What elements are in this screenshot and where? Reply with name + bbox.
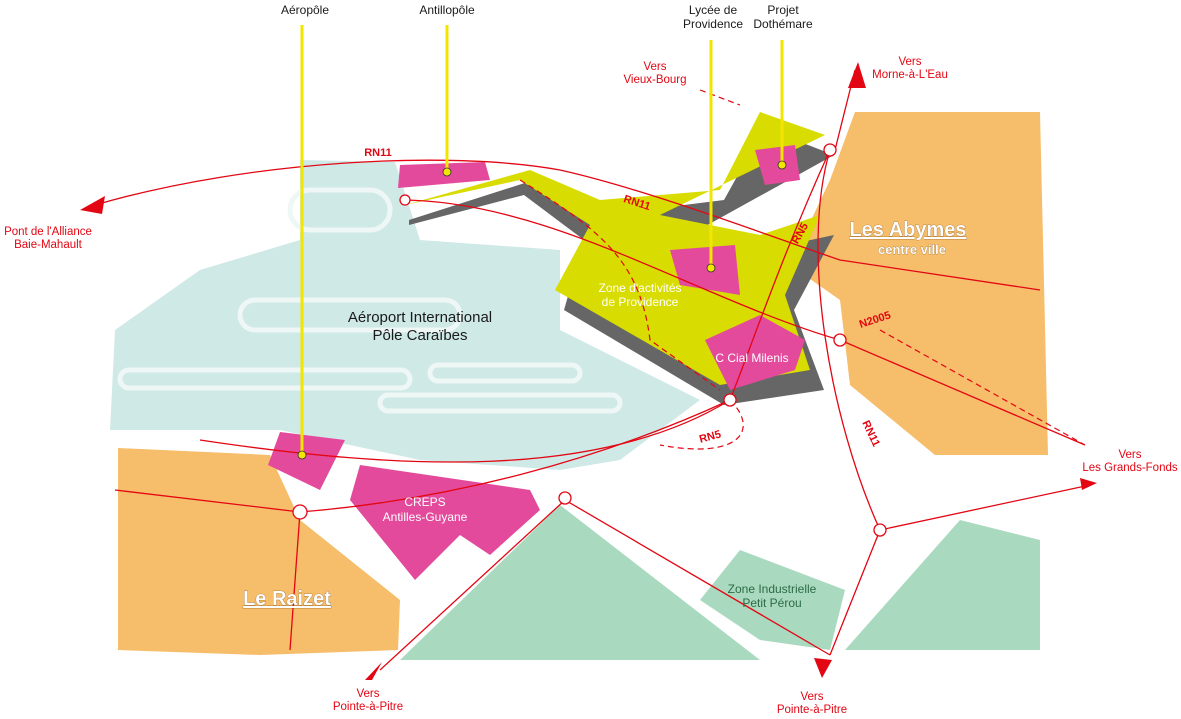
label-les-abymes: Les Abymes — [849, 219, 966, 241]
pin-label-aeropole: Aéropôle — [281, 3, 329, 17]
direction-arrows — [80, 62, 1097, 680]
label-abymes-centre: centre ville — [878, 242, 946, 257]
site-dothemare[interactable] — [755, 145, 800, 185]
label-le-raizet: Le Raizet — [243, 588, 331, 610]
arrow-morne-icon — [848, 62, 866, 88]
road-rn11-a: RN11 — [364, 147, 392, 159]
area-green-east — [845, 520, 1040, 650]
arrow-pont-icon — [80, 196, 105, 214]
area-le-raizet[interactable] — [118, 448, 400, 655]
road-rn5-b: RN5 — [698, 428, 722, 445]
label-cial-milenis: C Cial Milenis — [715, 351, 788, 365]
arrow-pap-right-icon — [814, 658, 832, 678]
site-cial-milenis[interactable] — [705, 315, 805, 390]
roundabouts — [292, 143, 887, 537]
site-aeropole[interactable] — [268, 432, 345, 490]
road-rn11-c: RN11 — [859, 419, 882, 449]
area-zone-industrielle[interactable] — [700, 550, 845, 650]
pin-lycee-icon[interactable] — [706, 263, 716, 273]
zone-providence[interactable] — [405, 112, 825, 385]
pin-aeropole-icon[interactable] — [297, 450, 307, 460]
site-creps[interactable] — [350, 465, 540, 580]
arrow-pap-left-icon — [365, 662, 382, 680]
roads — [94, 69, 1091, 671]
pin-dothemare-icon[interactable] — [777, 160, 787, 170]
pin-antillopole-icon[interactable] — [442, 167, 452, 177]
area-les-abymes[interactable] — [790, 112, 1048, 455]
runways — [117, 187, 623, 414]
pins — [300, 25, 784, 455]
area-green-west — [400, 505, 760, 660]
pin-label-antillopole: Antillopôle — [419, 3, 475, 17]
arrow-grands-fonds-icon — [1080, 478, 1097, 490]
